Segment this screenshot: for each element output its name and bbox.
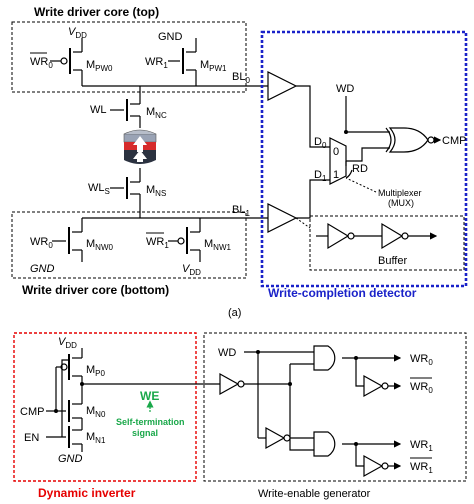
mux-callout	[345, 177, 377, 193]
cmp-label-a: CMP	[442, 135, 466, 147]
panel-b: Dynamic inverter VDD MP0 MN0	[13, 332, 467, 500]
transistor-m-pw1	[168, 38, 197, 86]
self-term-line2: signal	[132, 428, 158, 438]
wr1-label-top: WR1	[145, 56, 168, 70]
write-enable-generator-title: Write-enable generator	[258, 488, 371, 500]
d0-wire	[296, 85, 330, 148]
transistor-m-nw1	[168, 218, 201, 262]
mtj-cell-icon	[123, 129, 157, 164]
web-bus	[289, 364, 314, 451]
bl0-label: BL0	[232, 71, 250, 85]
wr1-label-b: WR1	[410, 439, 433, 453]
transistor-m-p0	[56, 354, 82, 380]
write-enable-generator-box	[203, 332, 467, 482]
d1-wire	[296, 179, 330, 219]
rd-pointer	[345, 169, 353, 179]
cmp-junction	[54, 409, 58, 413]
wr1-bar-inverter	[363, 454, 402, 478]
bl1-buffer-gate	[267, 203, 298, 233]
wd-label-a: WD	[336, 83, 354, 95]
en-to-p0-wire	[61, 359, 69, 437]
transistor-m-nw0	[52, 218, 83, 262]
and-gate-wr1	[313, 431, 336, 457]
wd-label-b: WD	[218, 347, 236, 359]
m-pw1-label: MPW1	[200, 59, 227, 73]
m-nw1-label: MNW1	[204, 238, 232, 252]
wr1-bar-label-b: WR1	[410, 461, 433, 475]
transistor-m-n0	[56, 400, 82, 422]
buffer-label: Buffer	[378, 255, 407, 267]
we-label: WE	[140, 389, 159, 403]
wr0-label-bottom: WR0	[30, 236, 53, 250]
transistor-m-n1	[46, 426, 82, 448]
bl0-buffer-gate	[267, 71, 298, 101]
gnd-label-b: GND	[58, 453, 83, 465]
transistor-m-ns	[110, 168, 141, 218]
wls-label: WLS	[88, 182, 110, 196]
panel-a: Write driver core (top) VDD WR0 MPW0	[11, 5, 468, 319]
m-n0-label: MN0	[86, 405, 106, 419]
vdd-label-b: VDD	[58, 336, 77, 350]
gnd-label-bottom: GND	[30, 263, 55, 275]
vdd-label-top: VDD	[68, 26, 87, 40]
wl-label: WL	[90, 104, 107, 116]
caption-a: (a)	[228, 307, 241, 319]
cmp-label-b: CMP	[20, 406, 44, 418]
mux-block	[329, 137, 347, 185]
transistor-m-pw0	[50, 38, 83, 86]
transistor-m-nc	[110, 98, 141, 128]
mux-label-line2: (MUX)	[388, 198, 414, 208]
xnor-gate	[385, 127, 435, 153]
gnd-label-top: GND	[158, 31, 183, 43]
self-term-line1: Self-termination	[116, 417, 185, 427]
rd-label: RD	[352, 163, 368, 175]
buffer-detail-box	[309, 215, 465, 271]
buffer-inverter-1	[316, 222, 382, 250]
mux-input-1: 1	[333, 169, 339, 181]
dynamic-inverter-title: Dynamic inverter	[38, 486, 136, 500]
xnor-input-b-wire	[346, 147, 390, 162]
and-gate-wr0	[313, 345, 336, 371]
top-core-title: Write driver core (top)	[34, 5, 159, 19]
buffer-inverter-2	[381, 222, 438, 250]
m-nc-label: MNC	[146, 106, 167, 120]
mux-input-0: 0	[333, 146, 339, 158]
wr0-inv-in	[355, 358, 364, 387]
m-pw0-label: MPW0	[86, 59, 113, 73]
wr0-bar-label-b: WR0	[410, 381, 433, 395]
en-label: EN	[24, 432, 39, 444]
d0-label: D0	[314, 136, 327, 150]
m-ns-label: MNS	[146, 184, 166, 198]
m-nw0-label: MNW0	[86, 238, 114, 252]
wr0-bar-label-top: WR0	[30, 56, 53, 70]
d1-label: D1	[314, 169, 327, 183]
detector-title: Write-completion detector	[268, 286, 417, 300]
detector-box	[260, 30, 468, 288]
buffer-callout	[295, 217, 311, 229]
m-p0-label: MP0	[86, 364, 106, 378]
mux-label-line1: Multiplexer	[378, 188, 422, 198]
bottom-core-title: Write driver core (bottom)	[22, 283, 169, 297]
wdb-inverter	[258, 426, 314, 450]
wr1-inv-in	[355, 444, 364, 467]
wr1-bar-label-bottom: WR1	[146, 236, 169, 250]
wr0-bar-inverter	[363, 374, 402, 398]
vdd-label-bottom: VDD	[182, 263, 201, 277]
top-core-box	[11, 21, 247, 93]
bl1-label: BL1	[232, 204, 250, 218]
m-n1-label: MN1	[86, 431, 106, 445]
dynamic-inverter-box	[13, 332, 197, 482]
wr0-label-b: WR0	[410, 353, 433, 367]
we-inverter	[219, 372, 245, 396]
bottom-core-box	[11, 211, 247, 279]
